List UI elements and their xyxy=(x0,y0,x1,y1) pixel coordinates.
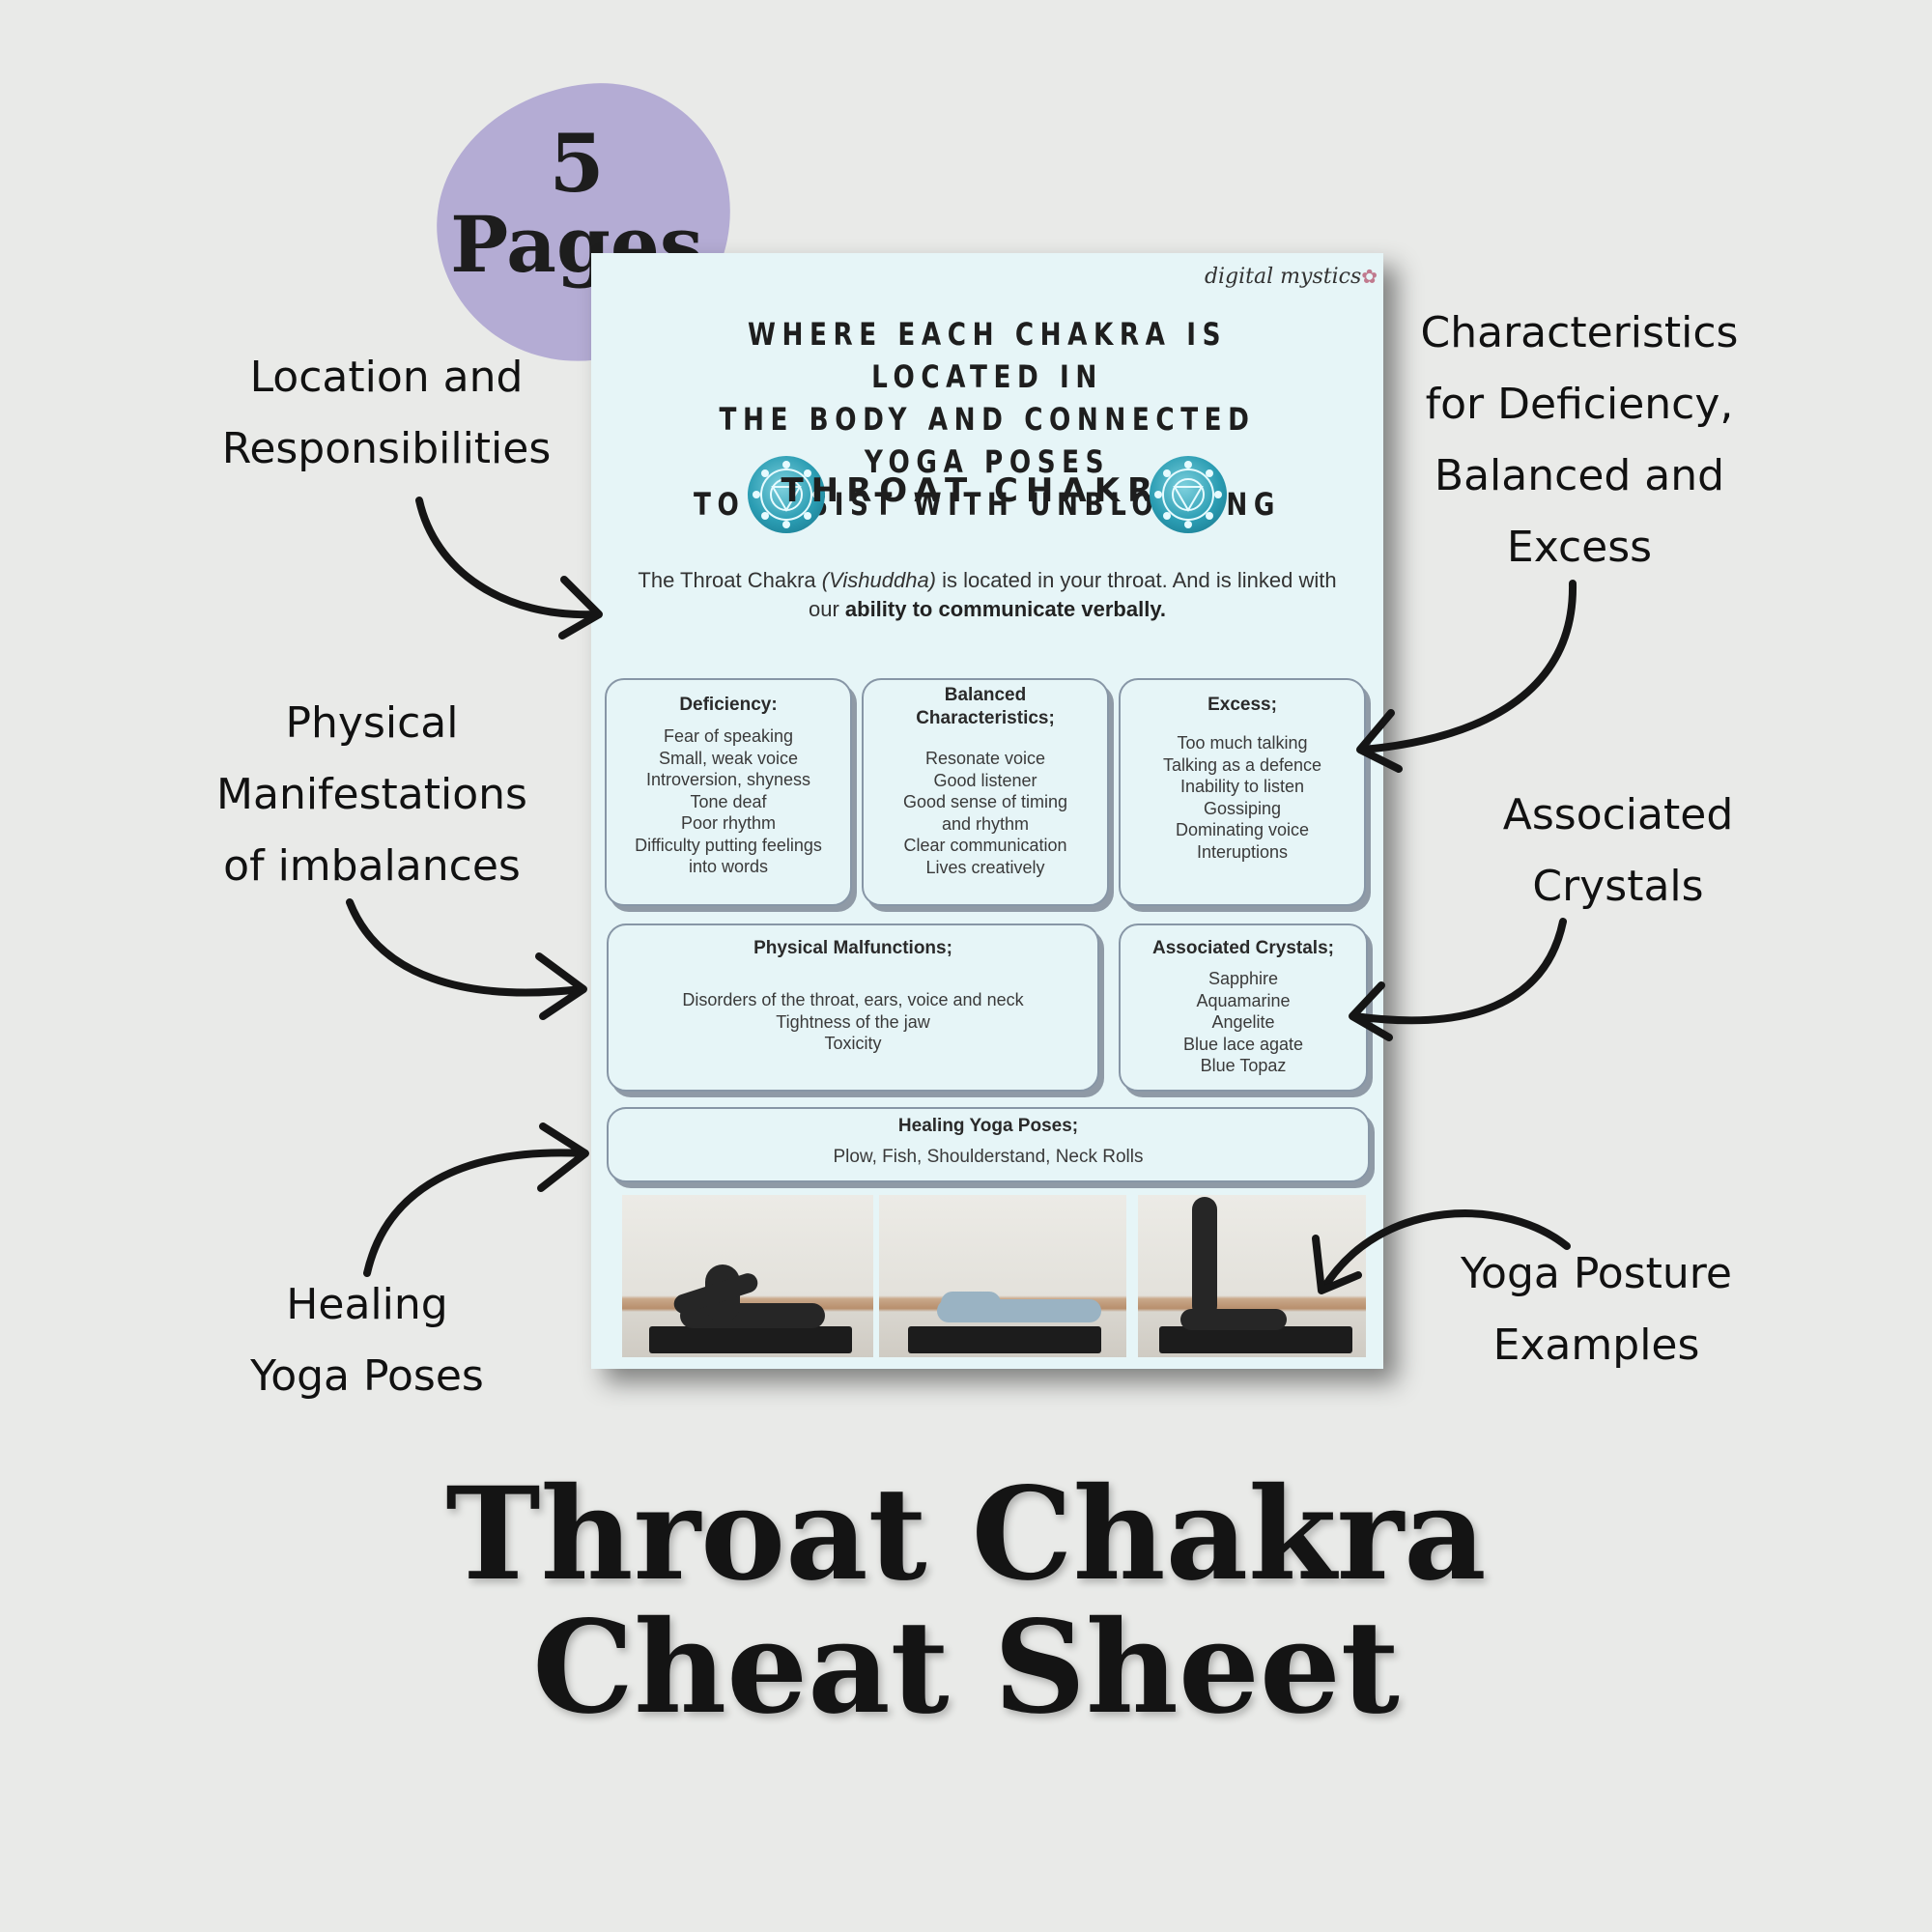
excess-list: Too much talking Talking as a defence In… xyxy=(1162,733,1322,862)
healing-poses-text: Plow, Fish, Shoulderstand, Neck Rolls xyxy=(833,1147,1144,1167)
deficiency-heading: Deficiency: xyxy=(679,695,778,715)
chakra-heading-row: THROAT CHAKRA xyxy=(591,456,1383,537)
chakra-intro: The Throat Chakra (Vishuddha) is located… xyxy=(638,568,1337,621)
callout-characteristics: Characteristics for Deficiency, Balanced… xyxy=(1420,308,1739,572)
fish-pose-photo xyxy=(879,1195,1126,1357)
callout-posture: Yoga Posture Examples xyxy=(1461,1249,1732,1370)
callout-physical: Physical Manifestations of imbalances xyxy=(216,698,527,891)
chakra-name: THROAT CHAKRA xyxy=(781,471,1194,510)
excess-heading: Excess; xyxy=(1208,695,1277,715)
arrow-icon xyxy=(1312,1209,1571,1294)
crystals-box: Associated Crystals; Sapphire Aquamarine… xyxy=(1119,923,1368,1092)
callout-healing: Healing Yoga Poses xyxy=(250,1280,484,1401)
flower-icon: ✿ xyxy=(1361,265,1378,288)
brand-logo: digital mystics✿ xyxy=(1204,265,1378,289)
plow-pose-photo xyxy=(622,1195,873,1357)
crystals-list: Sapphire Aquamarine Angelite Blue lace a… xyxy=(1182,969,1304,1075)
arrow-icon xyxy=(346,898,587,1020)
deficiency-box: Deficiency: Fear of speaking Small, weak… xyxy=(605,678,852,906)
excess-box: Excess; Too much talking Talking as a de… xyxy=(1119,678,1366,906)
callout-location: Location and Responsibilities xyxy=(221,353,552,473)
balanced-box: Balanced Characteristics; Resonate voice… xyxy=(862,678,1109,906)
arrow-icon xyxy=(415,497,603,639)
deficiency-list: Fear of speaking Small, weak voice Intro… xyxy=(635,726,822,876)
throat-chakra-icon xyxy=(1150,456,1227,533)
physical-malfunctions-box: Physical Malfunctions; Disorders of the … xyxy=(607,923,1099,1092)
physical-malfunctions-list: Disorders of the throat, ears, voice and… xyxy=(682,990,1024,1053)
crystals-heading: Associated Crystals; xyxy=(1152,938,1334,958)
throat-chakra-icon xyxy=(748,456,825,533)
arrow-icon xyxy=(1349,918,1567,1041)
healing-poses-box: Healing Yoga Poses; Plow, Fish, Shoulder… xyxy=(607,1107,1370,1182)
arrow-icon xyxy=(1356,580,1577,773)
yoga-photo-strip xyxy=(622,1195,1366,1357)
balanced-list: Resonate voice Good listener Good sense … xyxy=(902,749,1068,877)
balanced-heading: Balanced Characteristics; xyxy=(916,685,1055,728)
healing-poses-heading: Healing Yoga Poses; xyxy=(897,1116,1079,1136)
arrow-icon xyxy=(363,1122,589,1277)
shoulderstand-pose-photo xyxy=(1138,1195,1366,1357)
physical-malfunctions-heading: Physical Malfunctions; xyxy=(753,938,952,958)
cheat-sheet-page: digital mystics✿ WHERE EACH CHAKRA IS LO… xyxy=(591,253,1383,1369)
main-title: Throat Chakra Cheat Sheet xyxy=(445,1460,1487,1743)
page-count-number: 5 xyxy=(549,118,605,211)
callout-crystals: Associated Crystals xyxy=(1502,790,1734,911)
